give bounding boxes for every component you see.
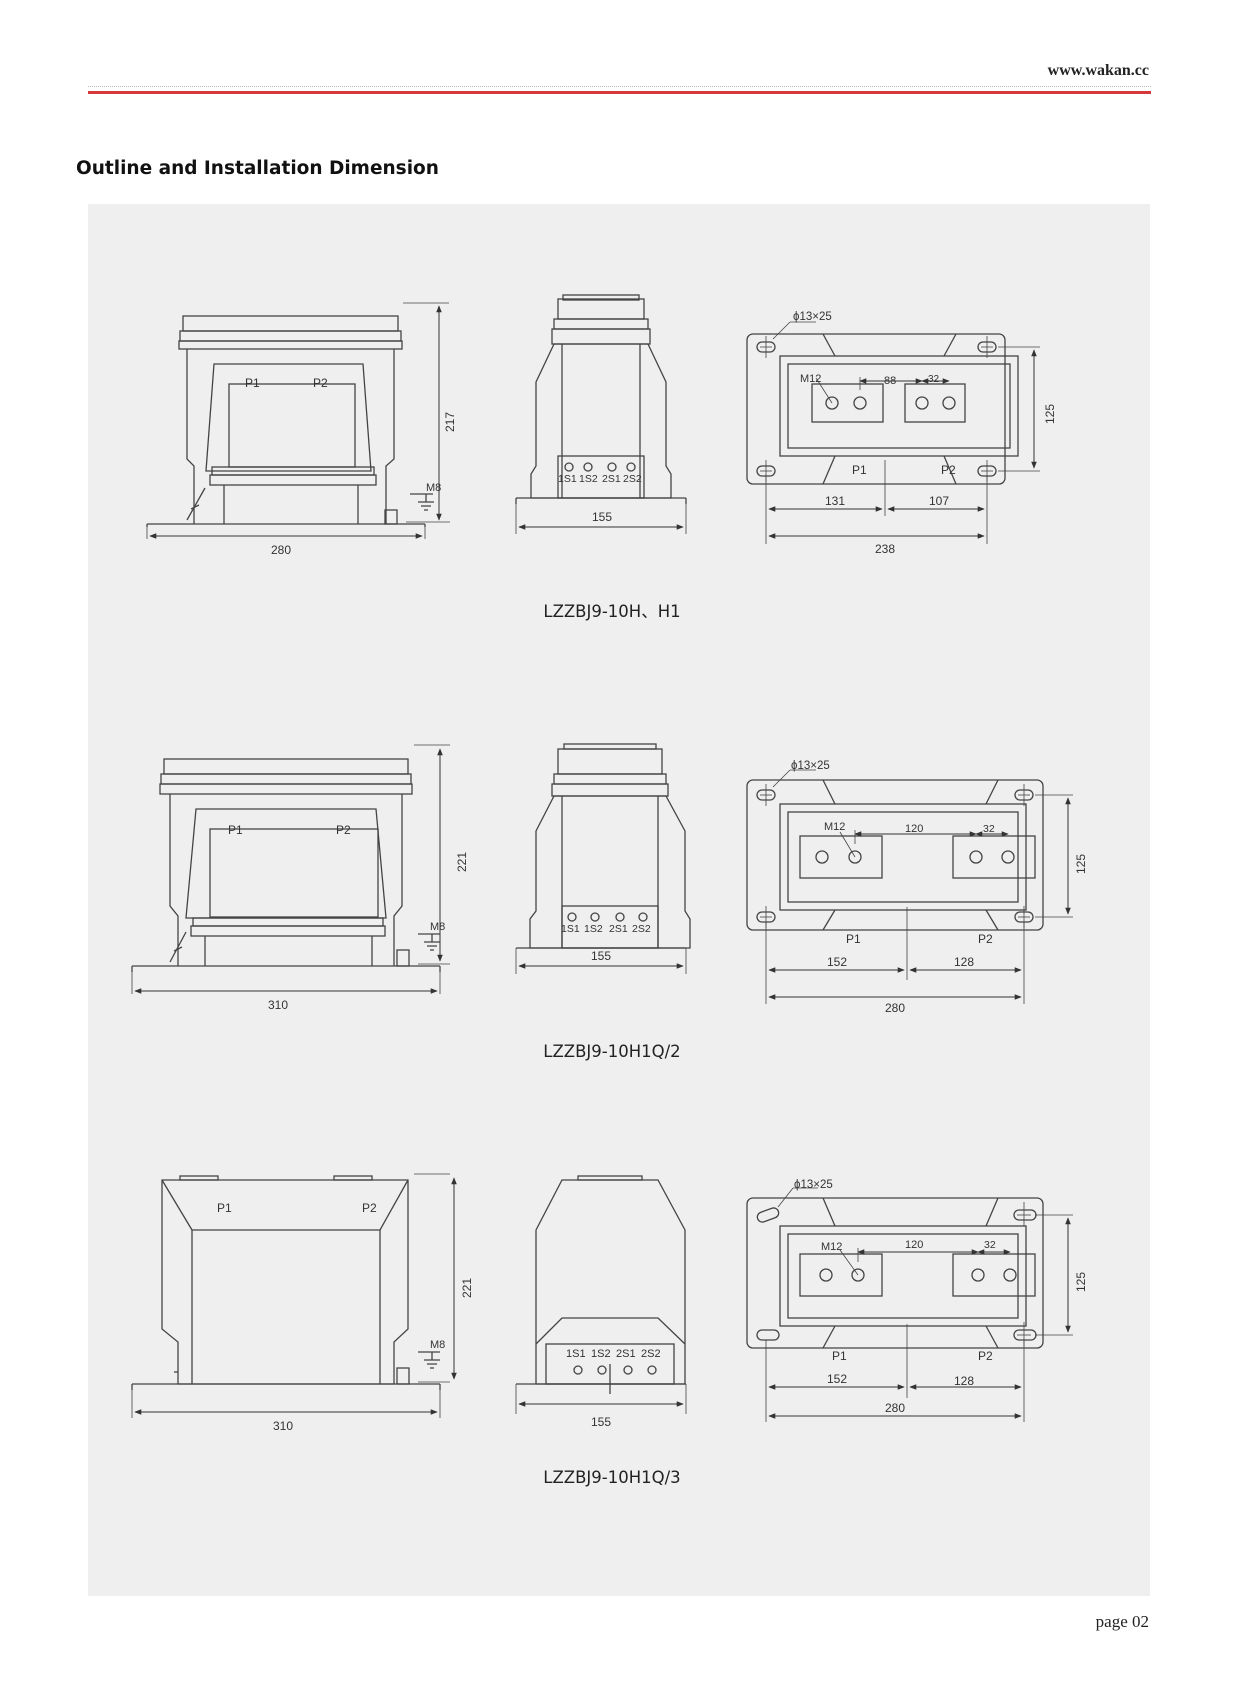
terminal-label: 2S2 — [632, 923, 651, 935]
model-caption-3: LZZBJ9-10H1Q/3 — [543, 1468, 681, 1487]
dim-overall-value: 238 — [875, 542, 895, 556]
dim-width-value: 280 — [271, 543, 291, 557]
terminal-label: 1S2 — [579, 473, 598, 485]
label-bolt: M8 — [430, 1339, 445, 1351]
label-bolt: M8 — [430, 921, 445, 933]
terminal-label: 1S1 — [561, 923, 580, 935]
dim-overall-value: 280 — [885, 1401, 905, 1415]
label-p2: P2 — [978, 932, 993, 946]
dim-depth-value: 125 — [1074, 854, 1088, 874]
dim-left-offset-value: 152 — [827, 1372, 847, 1386]
label-p2: P2 — [978, 1349, 993, 1363]
dim-terminal-spacing-value: 32 — [984, 1239, 996, 1251]
terminal-label: 2S1 — [609, 923, 628, 935]
model-caption-2: LZZBJ9-10H1Q/2 — [543, 1042, 681, 1061]
label-p2: P2 — [336, 823, 351, 837]
front-view-2 — [131, 744, 450, 994]
dim-terminal-spacing-value: 32 — [928, 374, 940, 385]
dim-width-side-value: 155 — [592, 510, 612, 524]
terminal-label: 2S1 — [602, 473, 621, 485]
dim-width-side-value: 155 — [591, 1415, 611, 1429]
drawing-2: P1 P2 M8 221 310 1S1 1S2 2S1 2S2 155 — [131, 743, 1088, 1015]
dim-width-value: 310 — [268, 998, 288, 1012]
plan-view-1 — [746, 321, 1040, 544]
dim-width-value: 310 — [273, 1419, 293, 1433]
label-thread: M12 — [800, 373, 821, 385]
dim-primary-spacing-value: 120 — [905, 823, 923, 835]
terminal-label: 1S2 — [591, 1348, 611, 1360]
front-view-3 — [131, 1173, 450, 1418]
label-p2: P2 — [313, 376, 328, 390]
dim-height-value: 217 — [443, 412, 457, 432]
dim-left-offset-value: 152 — [827, 955, 847, 969]
header-dotted-line — [88, 86, 1151, 87]
side-view-2 — [515, 743, 691, 974]
label-thread: M12 — [821, 1241, 842, 1253]
section-title: Outline and Installation Dimension — [76, 158, 439, 179]
label-slot: ϕ13×25 — [791, 760, 830, 772]
dim-left-offset-value: 131 — [825, 494, 845, 508]
page-number: page 02 — [1095, 1612, 1149, 1631]
front-view-1 — [146, 302, 450, 539]
drawing-3: P1 P2 M8 221 310 1S1 1S2 2S1 2S2 155 — [131, 1173, 1088, 1433]
label-p1: P1 — [832, 1349, 847, 1363]
terminal-label: 1S1 — [566, 1348, 586, 1360]
dim-primary-spacing-value: 88 — [884, 375, 896, 387]
dim-depth-value: 125 — [1043, 404, 1057, 424]
dim-right-offset-value: 107 — [929, 494, 949, 508]
label-p1: P1 — [217, 1201, 232, 1215]
drawing-1: P1 P2 M8 217 280 1S1 1S2 2S1 2S2 — [146, 294, 1057, 557]
plan-view-3 — [746, 1187, 1073, 1422]
terminal-label: 2S2 — [623, 473, 642, 485]
terminal-label: 2S2 — [641, 1348, 661, 1360]
model-caption-1: LZZBJ9-10H、H1 — [543, 602, 681, 621]
side-view-1 — [515, 294, 687, 534]
label-p2: P2 — [362, 1201, 377, 1215]
dim-height-value: 221 — [455, 852, 469, 872]
label-thread: M12 — [824, 821, 845, 833]
label-slot: ϕ13×25 — [794, 1179, 833, 1191]
label-p2: P2 — [941, 463, 956, 477]
dim-primary-spacing-value: 120 — [905, 1239, 923, 1251]
terminal-label: 2S1 — [616, 1348, 636, 1360]
dim-right-offset-value: 128 — [954, 1374, 974, 1388]
side-view-3 — [515, 1175, 687, 1414]
plan-view-2 — [746, 769, 1073, 1004]
terminal-label: 1S1 — [558, 473, 577, 485]
drawing-panel: P1 P2 M8 217 280 1S1 1S2 2S1 2S2 — [88, 204, 1150, 1596]
dim-depth-value: 125 — [1074, 1272, 1088, 1292]
dim-right-offset-value: 128 — [954, 955, 974, 969]
dim-width-side-value: 155 — [591, 949, 611, 963]
dim-terminal-spacing-value: 32 — [983, 823, 995, 835]
site-url[interactable]: www.wakan.cc — [1047, 62, 1149, 79]
label-p1: P1 — [245, 376, 260, 390]
label-p1: P1 — [852, 463, 867, 477]
label-p1: P1 — [228, 823, 243, 837]
header-rule — [88, 91, 1151, 94]
dim-overall-value: 280 — [885, 1001, 905, 1015]
label-slot: ϕ13×25 — [793, 311, 832, 323]
label-p1: P1 — [846, 932, 861, 946]
terminal-label: 1S2 — [584, 923, 603, 935]
label-bolt: M8 — [426, 482, 441, 494]
dim-height-value: 221 — [460, 1278, 474, 1298]
